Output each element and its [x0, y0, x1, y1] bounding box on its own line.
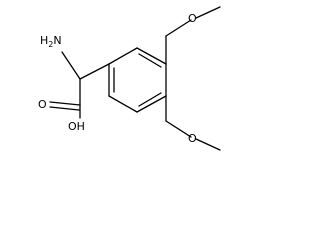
- bond-methoxy-bottom-connector: [165, 120, 192, 138]
- chemical-structure-diagram: H2N O OH O O: [38, 6, 221, 151]
- label-methoxy-top-oxygen: O: [188, 12, 197, 25]
- label-amine: H2N: [40, 34, 62, 49]
- bond-methoxy-top-oxygen-to-methyl: [195, 6, 221, 19]
- bond-methoxy-bottom-oxygen-to-methyl: [195, 138, 221, 151]
- methoxy-bottom-group: [165, 95, 221, 151]
- benzene-ring: [108, 47, 167, 113]
- alpha-carbon-group: [61, 51, 110, 106]
- carboxylic-acid-group: [49, 101, 81, 119]
- ring-bond-c4-c5: [136, 95, 167, 113]
- bond-alpha-carbon-to-nitrogen: [61, 51, 81, 80]
- label-amine-h: H: [40, 34, 48, 47]
- ring-double-bond-inner-2: [138, 92, 162, 107]
- bond-carbonyl-2: [49, 106, 80, 111]
- ring-bond-c5-c6: [108, 95, 138, 113]
- ring-bond-c1-c2: [108, 47, 138, 65]
- label-amine-n: N: [53, 34, 61, 47]
- atom-labels: H2N O OH O O: [38, 12, 197, 145]
- bond-methoxy-top-connector: [165, 19, 192, 37]
- ring-bond-c2-c3: [136, 47, 167, 65]
- label-amine-subscript: 2: [48, 40, 53, 49]
- label-hydroxyl: OH: [68, 120, 85, 133]
- bond-ring-to-alpha-carbon: [79, 63, 110, 80]
- bond-carbonyl-1: [49, 101, 81, 106]
- methoxy-top-group: [165, 6, 221, 65]
- label-methoxy-bottom-oxygen: O: [188, 132, 197, 145]
- ring-double-bond-inner-1: [138, 53, 162, 68]
- label-carbonyl-oxygen: O: [38, 98, 47, 111]
